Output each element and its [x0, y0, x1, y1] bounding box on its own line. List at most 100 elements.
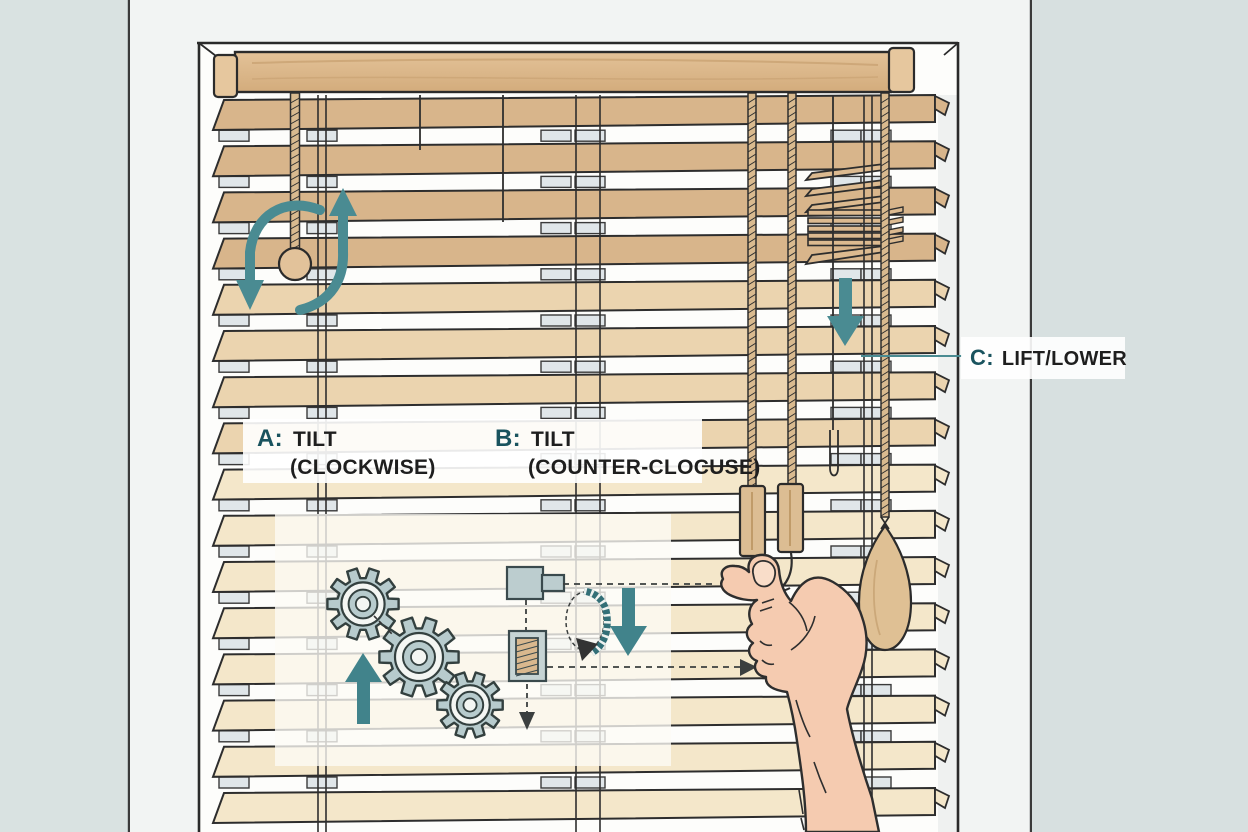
braid-twist: [747, 230, 757, 237]
ladder-rung: [218, 683, 250, 697]
braid-twist: [880, 489, 890, 496]
braid-twist: [290, 125, 300, 132]
braid-twist: [880, 328, 890, 335]
braid-twist: [880, 412, 890, 419]
braid-twist: [880, 258, 890, 265]
ladder-rung: [540, 360, 572, 373]
braid-twist: [880, 195, 890, 202]
braid-twist: [747, 293, 757, 300]
braid-twist: [290, 118, 300, 125]
braid-twist: [787, 188, 797, 195]
braid-twist: [787, 468, 797, 475]
braid-twist: [880, 468, 890, 475]
braid-twist: [880, 216, 890, 223]
braid-twist: [290, 237, 300, 244]
braid-twist: [747, 342, 757, 349]
braid-twist: [880, 349, 890, 356]
braid-twist: [747, 405, 757, 412]
braid-twist: [747, 139, 757, 146]
braid-twist: [787, 377, 797, 384]
braid-twist: [290, 174, 300, 181]
braid-twist: [747, 433, 757, 440]
braid-twist: [880, 503, 890, 510]
braid-twist: [787, 132, 797, 139]
braid-twist: [880, 223, 890, 230]
braid-twist: [290, 223, 300, 230]
braid-twist: [747, 209, 757, 216]
braid-twist: [787, 174, 797, 181]
braid-twist: [880, 300, 890, 307]
blind-slat: [211, 786, 936, 825]
ladder-rung: [830, 499, 862, 512]
braid-twist: [787, 97, 797, 104]
braid-twist: [880, 244, 890, 251]
gear-train: [326, 567, 504, 739]
ladder-rung: [218, 221, 250, 235]
braid-twist: [880, 118, 890, 125]
braid-twist: [747, 300, 757, 307]
braid-twist: [290, 195, 300, 202]
braid-twist: [880, 174, 890, 181]
headrail-endcap-left: [212, 53, 239, 99]
tilt-mechanism: [505, 565, 566, 683]
braid-twist: [747, 125, 757, 132]
braid-twist: [880, 356, 890, 363]
braid-twist: [747, 419, 757, 426]
ladder-rung: [218, 637, 250, 651]
ladder-rung: [218, 776, 250, 789]
hand-creases: [759, 598, 827, 831]
braid-twist: [747, 111, 757, 118]
callout-a-key: A:: [257, 425, 283, 452]
braid-twist: [787, 461, 797, 468]
ladder-rung: [218, 314, 250, 327]
braid-twist: [747, 307, 757, 314]
ladder-rung: [306, 221, 338, 235]
braid-twist: [290, 181, 300, 188]
lifted-slat: [807, 217, 887, 225]
braid-twist: [880, 461, 890, 468]
braid-twist: [787, 223, 797, 230]
ladder-rung: [830, 360, 862, 373]
braid-twist: [787, 272, 797, 279]
blind-slat-tip: [934, 186, 951, 209]
braid-twist: [747, 188, 757, 195]
braid-twist: [880, 510, 890, 517]
callout-b: B:TILT (COUNTER-CLOCUSE): [495, 425, 761, 480]
lifted-slat: [807, 239, 887, 247]
braid-twist: [880, 167, 890, 174]
braid-twist: [787, 300, 797, 307]
callout-a-detail: (CLOCKWISE): [290, 456, 436, 479]
rod-hatch: [515, 663, 539, 671]
ladder-rung: [218, 545, 250, 558]
gear-icon: [378, 616, 460, 698]
braid-twist: [880, 321, 890, 328]
blind-slat-tip: [934, 602, 951, 625]
braid-twist: [787, 384, 797, 391]
twist-arrow-icon: [576, 587, 611, 661]
braid-twist: [880, 237, 890, 244]
braid-twist: [747, 454, 757, 461]
braid-twist: [787, 237, 797, 244]
callout-c-key: C:: [970, 345, 994, 370]
braid-twist: [880, 153, 890, 160]
braid-twist: [880, 391, 890, 398]
braid-twist: [787, 440, 797, 447]
braid-twist: [747, 447, 757, 454]
ladder-rung: [306, 776, 338, 789]
callout-c-label: LIFT/LOWER: [1001, 348, 1128, 370]
braid-twist: [880, 286, 890, 293]
ladder-rung: [574, 129, 606, 142]
rod-hatch: [515, 651, 539, 659]
braid-twist: [747, 146, 757, 153]
left-wall: [0, 0, 128, 832]
braid-twist: [787, 209, 797, 216]
ladder-rung: [540, 406, 572, 420]
ladder-rung: [574, 314, 606, 327]
braid-twist: [787, 335, 797, 342]
lifted-slat: [807, 209, 887, 217]
braid-twist: [747, 167, 757, 174]
braid-twist: [880, 160, 890, 167]
braid-twist: [880, 419, 890, 426]
blind-slat-tip: [934, 556, 951, 579]
braid-twist: [880, 363, 890, 370]
